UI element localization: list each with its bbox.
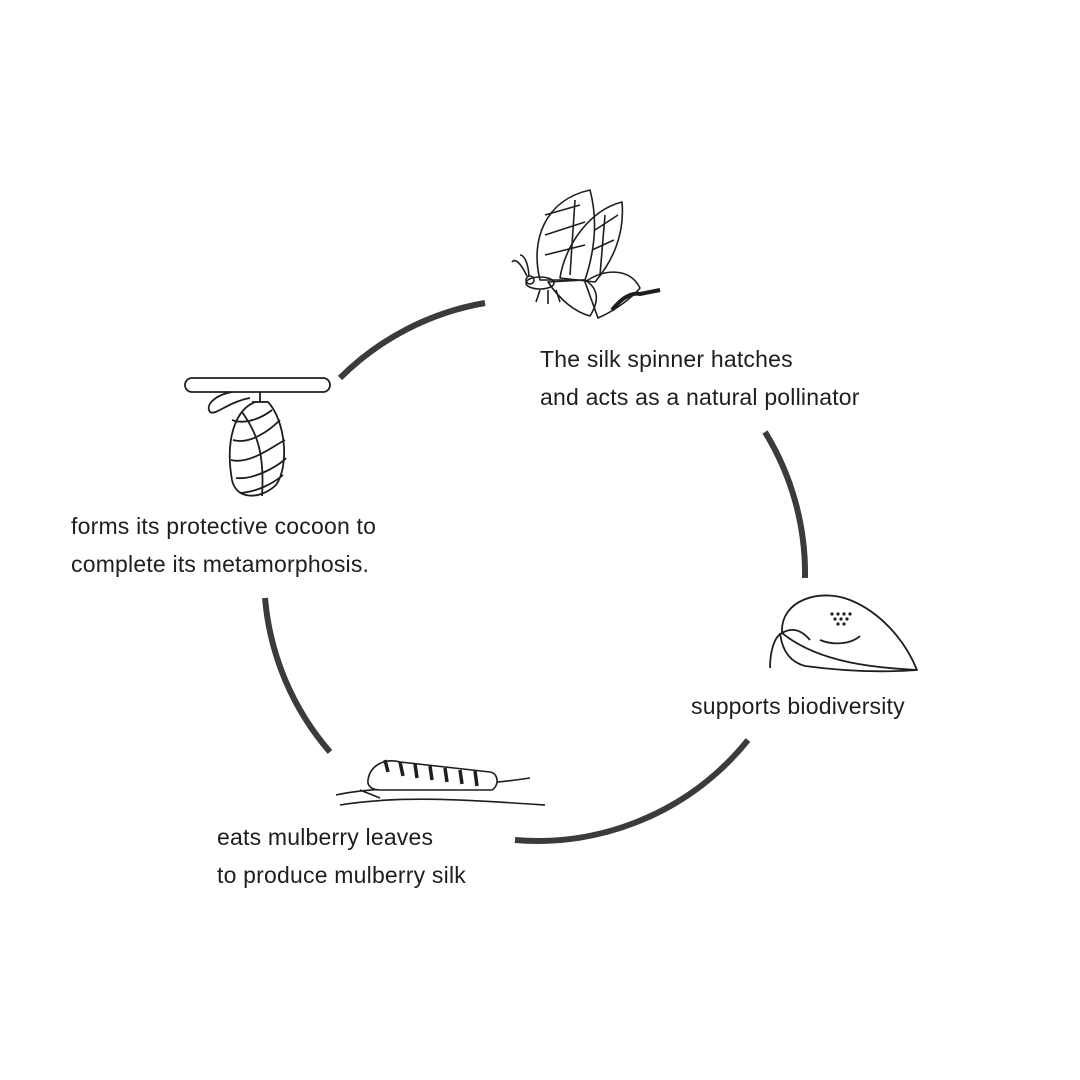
caption-line: eats mulberry leaves xyxy=(217,824,434,850)
butterfly-icon xyxy=(511,189,661,319)
leaf-with-eggs-icon xyxy=(769,594,918,673)
caption-line: and acts as a natural pollinator xyxy=(540,384,860,410)
leaf-caption: supports biodiversity xyxy=(691,687,905,725)
ring-arc-top xyxy=(337,300,486,381)
caterpillar-caption: eats mulberry leaves to produce mulberry… xyxy=(217,818,466,894)
cocoon-icon xyxy=(184,377,331,497)
caption-line: The silk spinner hatches xyxy=(540,346,793,372)
ring-arc-left xyxy=(262,597,333,754)
ring-arc-right xyxy=(762,430,809,579)
caption-line: complete its metamorphosis. xyxy=(71,551,370,577)
ring-arc-bottom-right xyxy=(514,738,751,844)
butterfly-caption: The silk spinner hatches and acts as a n… xyxy=(540,340,860,416)
caption-line: supports biodiversity xyxy=(691,693,905,719)
caterpillar-icon xyxy=(335,759,546,806)
caption-line: forms its protective cocoon to xyxy=(71,513,377,539)
cocoon-caption: forms its protective cocoon to complete … xyxy=(71,507,376,583)
caption-line: to produce mulberry silk xyxy=(217,862,466,888)
